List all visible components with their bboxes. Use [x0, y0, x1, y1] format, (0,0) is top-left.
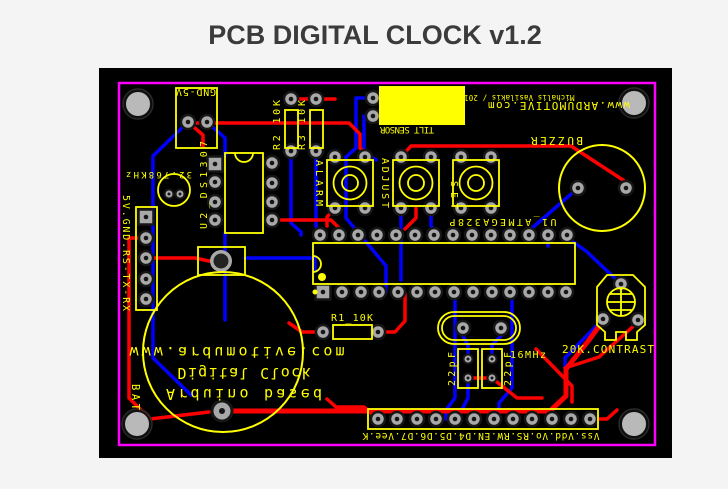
label-set: SET	[448, 181, 459, 209]
serial-header-outline	[135, 206, 158, 311]
label-r2: R2 10K	[272, 100, 283, 150]
label-adjust: ADJUST	[379, 158, 390, 208]
u1-atmega328p-outline	[312, 242, 576, 295]
page-title: PCB DIGITAL CLOCK v1.2	[208, 20, 542, 50]
label-alarm: ALARM	[313, 160, 324, 206]
battery-plus-pad	[210, 250, 232, 272]
label-tilt-sensor: TILT SENSOR	[379, 124, 434, 134]
pin1-marker	[318, 273, 326, 281]
pcb-svg: GND-5V R2 10K R3 10K TILT SENSOR Michali…	[117, 81, 657, 447]
silkscreen-text: GND-5V R2 10K R3 10K TILT SENSOR Michali…	[120, 86, 654, 441]
label-lcd-header: Vss.Vdd.Vo.RS.RW.EN.D4.D5.D6.D7.Vee.K	[362, 430, 599, 441]
label-header5: 5V.GND.RS-TX-RX	[120, 195, 131, 311]
button-set-outline	[452, 159, 500, 207]
label-website-top: www.ARDUMOTIVE.com	[488, 99, 630, 112]
crystal-32khz-outline	[157, 173, 191, 207]
label-u1: U1_ATMEGA328P	[450, 216, 557, 227]
button-adjust-outline	[392, 159, 440, 207]
cap-c2-outline	[481, 348, 503, 389]
lcd-header-outline	[367, 408, 599, 430]
buzzer-outline	[558, 144, 646, 232]
label-u2: U2_DS1307	[199, 141, 210, 229]
tilt-sensor-block	[379, 86, 465, 125]
label-mirror-line2: Digital Clock	[178, 364, 311, 382]
label-mirror-line3: Arduino based	[166, 385, 322, 403]
label-mirror-site: www.ardumotive.com	[130, 343, 345, 361]
label-bat: BAT	[129, 384, 141, 411]
board-outline	[117, 81, 657, 447]
pcb-layout-image: GND-5V R2 10K R3 10K TILT SENSOR Michali…	[99, 68, 672, 458]
resistor-r1-outline	[332, 324, 373, 340]
trimmer-outline	[596, 274, 646, 341]
label-gnd-5v: GND-5V	[176, 86, 216, 97]
label-r1: R1_10K	[331, 313, 373, 324]
u2-ds1307-outline	[224, 152, 264, 234]
battery-terminal-outline	[197, 246, 246, 276]
label-crystal32: 32.768KHz	[126, 169, 192, 179]
label-trimmer: 20K.CONTRAST	[562, 343, 654, 356]
resistor-r3-outline	[309, 109, 324, 149]
gnd-5v-connector-outline	[175, 87, 218, 149]
solder-pads	[137, 89, 647, 428]
label-crystal16: 16MHz	[510, 350, 546, 361]
label-credit: Michalis Vasilakis / 2015	[460, 93, 575, 102]
battery-center-pad	[210, 399, 234, 423]
silkscreen	[135, 86, 646, 433]
battery-outline	[142, 271, 304, 433]
crystal-16mhz-outline	[437, 311, 521, 345]
resistor-r2-outline	[284, 109, 299, 149]
button-alarm-outline	[326, 159, 374, 207]
cap-c1-outline	[457, 348, 479, 389]
